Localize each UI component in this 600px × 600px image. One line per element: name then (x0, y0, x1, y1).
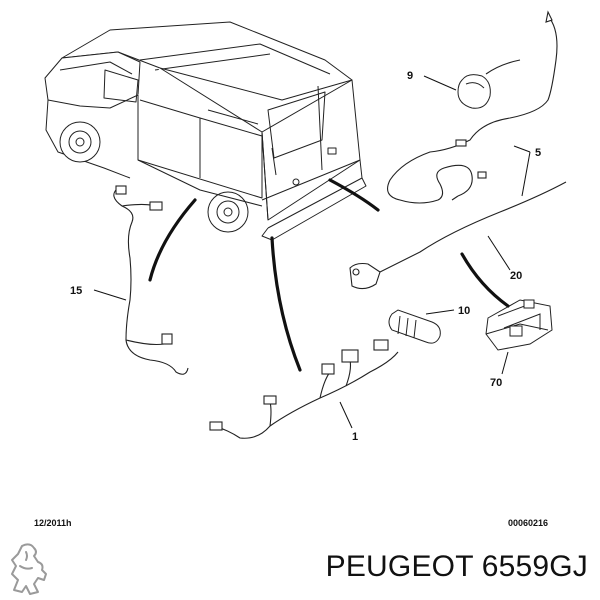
callout-9: 9 (407, 70, 457, 91)
callout-20: 20 (487, 235, 522, 282)
leader-arc-to-1 (270, 236, 302, 372)
callout-5: 5 (513, 145, 541, 197)
leader-arc-to-70 (460, 252, 510, 308)
leader-arc-to-15 (148, 198, 197, 282)
part-1-harness (209, 339, 399, 439)
callout-label-10: 10 (458, 305, 470, 317)
part-caption: PEUGEOT 6559GJ (325, 550, 588, 583)
callout-label-5: 5 (535, 147, 541, 159)
part-5-harness (387, 10, 558, 204)
reference-code: 00060216 (508, 518, 549, 528)
leader-arcs (148, 178, 510, 372)
part-10-plug (388, 309, 441, 344)
part-20-cable (349, 181, 567, 290)
callout-label-20: 20 (510, 270, 522, 282)
date-code: 12/2011h (34, 518, 72, 528)
callout-10: 10 (425, 305, 470, 317)
leader-arc-to-5 (328, 178, 380, 212)
callout-15: 15 (70, 285, 127, 301)
peugeot-lion-icon (11, 543, 47, 595)
callout-label-1: 1 (352, 431, 358, 443)
callout-label-70: 70 (490, 377, 502, 389)
part-9-cap (457, 74, 491, 109)
callout-label-9: 9 (407, 70, 413, 82)
callout-label-15: 15 (70, 285, 82, 297)
callout-70: 70 (490, 351, 509, 389)
part-70-bracket (485, 299, 553, 351)
part-15-harness (113, 185, 189, 375)
callout-1: 1 (339, 401, 358, 443)
van-illustration (44, 21, 367, 241)
